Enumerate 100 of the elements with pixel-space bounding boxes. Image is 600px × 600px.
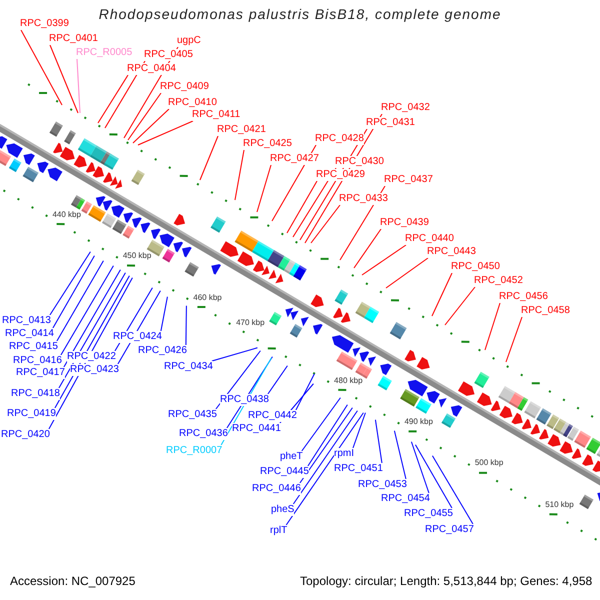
- leader-line: [299, 407, 353, 484]
- gene-label: RPC_0443: [427, 246, 476, 258]
- gene-label: RPC_0453: [358, 479, 407, 491]
- gene-label: RPC_0450: [451, 261, 500, 273]
- gene-label: RPC_0416: [13, 355, 62, 367]
- gene-label: RPC_0427: [270, 153, 319, 165]
- gene-label: ugpC: [177, 35, 201, 47]
- leader-line: [444, 286, 476, 326]
- leader-line: [58, 272, 126, 388]
- gene-label: RPC_0411: [192, 109, 240, 121]
- leader-line: [200, 136, 218, 180]
- leader-line: [286, 412, 364, 526]
- leader-line: [52, 255, 95, 328]
- leader-line: [295, 373, 315, 410]
- gene-label: RPC_0422: [67, 351, 116, 363]
- gene-label: RPC_0435: [168, 409, 217, 421]
- gene-label: RPC_0415: [9, 341, 58, 353]
- leader-line: [56, 260, 104, 342]
- gene-label: RPC_0440: [405, 233, 454, 245]
- gene-label: RPC_0439: [380, 217, 429, 229]
- gene-label: RPC_0425: [243, 138, 292, 150]
- leader-line: [215, 350, 261, 410]
- leader-line: [128, 92, 162, 140]
- leader-line: [160, 296, 168, 332]
- scale-label: 440 kbp: [52, 210, 81, 219]
- leader-line: [354, 228, 382, 268]
- gene-label: RPC_0454: [381, 493, 430, 505]
- leader-line: [256, 164, 272, 212]
- leader-line: [432, 455, 474, 524]
- gene-label: RPC_0436: [179, 428, 228, 440]
- scale-label: 500 kbp: [474, 458, 504, 468]
- scale-label: 480 kbp: [334, 376, 363, 385]
- diagram-title: Rhodopseudomonas palustris BisB18, complete genome: [98, 6, 502, 22]
- leader-line: [484, 302, 500, 350]
- gene-label: RPC_0451: [334, 463, 383, 475]
- leader-line: [60, 265, 114, 356]
- gene-label: RPC_0423: [70, 364, 119, 376]
- gene-label: RPC_0426: [138, 345, 187, 357]
- gene-label: RPC_0409: [160, 81, 209, 93]
- leader-line: [76, 58, 80, 114]
- gene-label: RPC_0437: [384, 174, 433, 186]
- gene-label: RPC_0404: [127, 63, 176, 75]
- scale-label: 490 kbp: [404, 416, 433, 426]
- gene-label: RPC_0452: [474, 275, 523, 287]
- accession-text: Accession: NC_007925: [10, 574, 136, 588]
- scale-label: 460 kbp: [193, 292, 222, 302]
- leader-line: [506, 316, 522, 362]
- leader-line: [20, 30, 62, 106]
- gene-label: RPC_0433: [339, 193, 388, 205]
- gene-label: RPC_R0007: [166, 445, 222, 457]
- gene-label: RPC_0445: [260, 466, 309, 478]
- gene-label: RPC_0455: [404, 508, 453, 520]
- gene-label: RPC_0418: [11, 388, 60, 400]
- gene-label: RPC_0420: [1, 429, 50, 441]
- gene-label: RPC_0428: [315, 133, 364, 145]
- gene-label: RPC_0441: [232, 423, 281, 435]
- gene-label: RPC_0414: [5, 328, 54, 340]
- gene-label: RPC_0424: [113, 331, 162, 343]
- leader-line: [310, 204, 340, 244]
- gene-label: RPC_0417: [16, 367, 65, 379]
- gene-label: RPC_0419: [7, 408, 56, 420]
- leader-line: [410, 441, 430, 494]
- leader-line: [394, 430, 406, 480]
- gene-label: RPC_0457: [425, 524, 474, 536]
- leader-line: [286, 180, 318, 234]
- gene-label: RPC_0413: [2, 315, 51, 327]
- gene-label: RPC_0432: [381, 102, 430, 114]
- leader-line: [98, 74, 128, 124]
- leader-line: [352, 412, 366, 448]
- gene-label: RPC_0456: [499, 291, 548, 303]
- gene-label: RPC_0434: [164, 361, 213, 373]
- gene-label: RPC_R0005: [76, 47, 132, 59]
- scale-label: 450 kbp: [122, 251, 152, 260]
- gene-label: pheT: [280, 451, 303, 463]
- leader-line: [138, 120, 194, 146]
- leader-line: [432, 272, 452, 316]
- gene-label: RPC_0410: [168, 97, 217, 109]
- gene-label: RPC_0430: [335, 156, 384, 168]
- leader-line: [132, 108, 170, 144]
- leader-line: [301, 397, 341, 452]
- leader-line: [414, 444, 452, 508]
- leader-line: [50, 44, 78, 114]
- leader-line: [49, 251, 91, 316]
- gene-label: pheS: [271, 504, 294, 516]
- gene-label: RPC_0399: [20, 18, 69, 30]
- leader-line: [185, 305, 187, 346]
- leader-line: [374, 419, 382, 464]
- leader-line: [292, 410, 358, 504]
- leader-line: [386, 258, 428, 288]
- gene-label: RPC_0446: [252, 483, 301, 495]
- scale-label: 510 kbp: [545, 500, 574, 509]
- leader-line: [307, 404, 348, 466]
- leader-line: [63, 269, 121, 368]
- gene-label: RPC_0438: [220, 394, 269, 406]
- gene-label: RPC_0401: [49, 33, 98, 45]
- gene-label: RPC_0442: [248, 410, 297, 422]
- leader-line: [211, 347, 258, 362]
- genome-summary-text: Topology: circular; Length: 5,513,844 bp; Genes: 4,958: [300, 574, 592, 588]
- leader-line: [267, 365, 288, 394]
- gene-label: RPC_0421: [217, 124, 266, 136]
